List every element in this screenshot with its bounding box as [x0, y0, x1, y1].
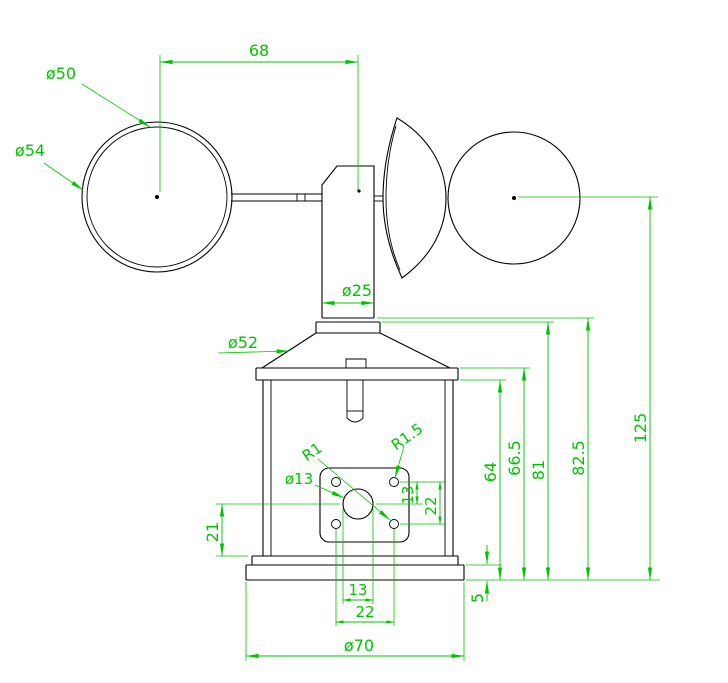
dim-radius-r1-5: R1.5: [388, 420, 426, 479]
dim-label-dia70: ø70: [344, 636, 374, 655]
dim-label-r1: R1: [299, 439, 326, 465]
left-cup-center-mark: [155, 195, 159, 199]
dim-label-21: 21: [203, 522, 222, 542]
dim-label-68: 68: [249, 41, 269, 60]
dim-height-66-5: 66.5: [505, 367, 527, 581]
flange-cone: [261, 332, 451, 369]
middle-cup-center-mark: [357, 189, 361, 193]
dim-vert-22: 22: [422, 481, 442, 525]
support-arm: [231, 193, 383, 202]
dim-label-vert-22: 22: [422, 496, 440, 515]
dim-label-64: 64: [481, 462, 500, 482]
right-cup-center-mark: [512, 196, 516, 200]
dim-overall-height-125: 125: [631, 196, 653, 581]
dim-offset-21: 21: [203, 503, 340, 557]
dim-label-vert-13: 13: [399, 485, 417, 504]
top-plate-tab: [345, 358, 367, 368]
base-flange: [251, 555, 459, 566]
dim-height-82-5: 82.5: [569, 317, 591, 581]
center-hub: [315, 165, 381, 333]
dim-label-125: 125: [631, 413, 650, 444]
dim-label-r1-5: R1.5: [388, 420, 426, 454]
mounting-hole: [331, 519, 341, 529]
housing-columns: [262, 380, 454, 556]
mounting-plate: [319, 467, 410, 543]
dim-cup-pitch-68: 68: [159, 41, 359, 192]
dim-center-hole-dia-13: ø13: [285, 470, 345, 499]
right-cup: [447, 131, 581, 265]
base-plate: [245, 564, 465, 581]
sensor-cylinder: [346, 380, 364, 423]
left-cup: [81, 121, 233, 273]
dimensions: 68 ø50 ø54 ø25 ø52 64: [15, 41, 660, 661]
mounting-hole: [389, 519, 399, 529]
dim-horiz-13: 13: [342, 508, 374, 604]
dim-cup-outer-dia-54: ø54: [15, 141, 84, 191]
dim-height-81: 81: [529, 321, 551, 581]
dim-label-horiz-22: 22: [355, 603, 374, 621]
center-hole: [342, 488, 374, 520]
dim-label-81: 81: [529, 460, 548, 480]
housing-top-plate: [255, 358, 459, 381]
dim-base-thickness-5: 5: [466, 545, 502, 603]
dim-horiz-22: 22: [335, 529, 395, 626]
dim-label-dia25: ø25: [342, 281, 372, 300]
dim-label-dia13: ø13: [285, 470, 313, 488]
dim-height-64: 64: [481, 379, 503, 581]
dim-flange-dia-52: ø52: [217, 333, 290, 354]
dim-label-dia52: ø52: [228, 333, 258, 352]
part-geometry: [81, 117, 581, 581]
mounting-hole: [331, 477, 341, 487]
dim-cup-inner-dia-50: ø50: [46, 64, 151, 128]
dim-label-dia54: ø54: [15, 141, 45, 160]
dim-base-dia-70: ø70: [245, 582, 465, 661]
dim-label-82-5: 82.5: [569, 440, 588, 476]
dim-label-5: 5: [468, 593, 487, 603]
dim-shaft-dia-25: ø25: [321, 281, 375, 306]
middle-cup: [357, 117, 447, 279]
dim-vert-13: 13: [399, 481, 419, 505]
mounting-hole: [389, 477, 399, 487]
dim-label-66-5: 66.5: [505, 440, 524, 476]
dim-label-horiz-13: 13: [348, 581, 367, 599]
dim-label-dia50: ø50: [46, 64, 76, 83]
